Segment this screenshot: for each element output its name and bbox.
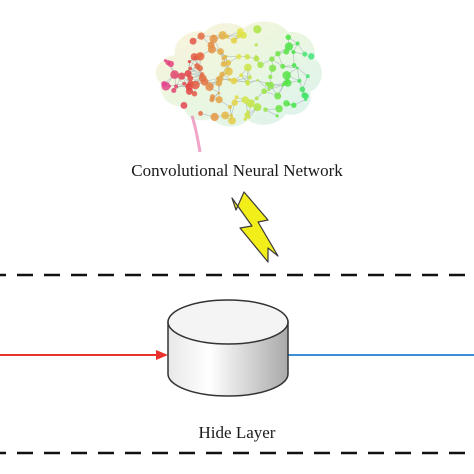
hide-layer-label: Hide Layer [198,423,276,442]
lightning-bolt-icon [231,191,279,263]
diagram-title: Convolutional Neural Network [131,161,343,180]
cylinder-node-icon [167,299,289,397]
brain-network-icon [155,21,322,153]
